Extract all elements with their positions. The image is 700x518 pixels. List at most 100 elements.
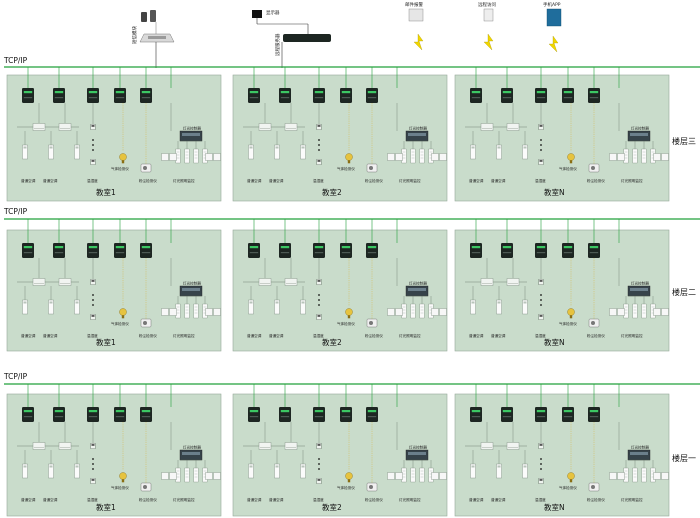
indoor-ac-icon [258, 123, 272, 131]
standing-ac-icon [300, 144, 306, 160]
light-caption: 灯光照明监控 [173, 178, 195, 183]
controller-icon [366, 243, 378, 258]
ellipsis-dot [318, 463, 320, 465]
ellipsis-dot [540, 294, 542, 296]
controller-icon [22, 243, 34, 258]
light-controller-icon [627, 285, 651, 297]
dust-detector-icon [588, 163, 600, 173]
ellipsis-dot [540, 458, 542, 460]
wall-switch-icon [617, 472, 625, 480]
floor-0: TCP/IP楼层三灯光控制器普通空调普通空调温湿度气体检测仪粉尘检测仪灯光照明监… [3, 56, 700, 202]
controller-icon [114, 407, 126, 422]
standing-ac-icon [496, 463, 502, 479]
ac-caption: 普通空调 [247, 497, 262, 502]
wall-switch-icon [609, 308, 617, 316]
standing-ac-icon [522, 299, 528, 315]
wall-switch-icon [161, 472, 169, 480]
wall-switch-icon [653, 472, 661, 480]
light-controller-icon [405, 130, 429, 142]
controller-icon [114, 88, 126, 103]
tcp-ip-label: TCP/IP [3, 207, 28, 216]
dust-caption: 粉尘检测仪 [587, 497, 605, 502]
standing-ac-icon [496, 299, 502, 315]
indoor-ac-icon [284, 278, 298, 286]
standing-ac-icon [74, 144, 80, 160]
temp-sensor-icon [538, 442, 544, 450]
remote-label: 远程访问 [478, 1, 496, 8]
ellipsis-dot [540, 149, 542, 151]
classroom-label: 教室1 [96, 502, 116, 512]
ac-caption: 普通空调 [491, 497, 506, 502]
controller-icon [248, 88, 260, 103]
indoor-ac-icon [480, 442, 494, 450]
dust-detector-icon [366, 482, 378, 492]
gas-caption: 气体检测仪 [559, 166, 577, 171]
ellipsis-dot [318, 468, 320, 470]
classroom-panel: 灯光控制器普通空调普通空调温湿度气体检测仪粉尘检测仪灯光照明监控教室N [454, 384, 670, 517]
ellipsis-dot [92, 139, 94, 141]
classroom-panel: 灯光控制器普通空调普通空调温湿度气体检测仪粉尘检测仪灯光照明监控教室N [454, 219, 670, 352]
temp-sensor-icon [90, 442, 96, 450]
ac-caption: 普通空调 [21, 497, 36, 502]
light-caption: 灯光照明监控 [399, 497, 421, 502]
lamp-icon [419, 148, 425, 164]
indoor-ac-icon [506, 278, 520, 286]
lamp-icon [184, 148, 190, 164]
controller-icon [279, 243, 291, 258]
classroom-label: 教室2 [322, 337, 342, 347]
controller-icon [470, 243, 482, 258]
lamp-icon [193, 148, 199, 164]
light-controller-label: 灯光控制器 [409, 445, 427, 450]
telephone-icon [150, 10, 156, 22]
wall-switch-icon [653, 153, 661, 161]
standing-ac-icon [74, 299, 80, 315]
wall-switch-icon [205, 153, 213, 161]
temp-sensor-icon [316, 278, 322, 286]
standing-ac-icon [522, 144, 528, 160]
controller-icon [501, 243, 513, 258]
dust-detector-icon [366, 318, 378, 328]
ac-caption: 普通空调 [43, 178, 58, 183]
controller-icon [366, 407, 378, 422]
ellipsis-dot [540, 144, 542, 146]
controller-icon [501, 407, 513, 422]
controller-icon [366, 88, 378, 103]
wall-switch-icon [387, 472, 395, 480]
temp-caption: 温湿度 [87, 178, 98, 183]
standing-ac-icon [248, 463, 254, 479]
dust-detector-icon [588, 482, 600, 492]
temp-sensor-icon [316, 313, 322, 321]
standing-ac-icon [48, 299, 54, 315]
server-icon [283, 34, 331, 42]
wall-switch-icon [169, 308, 177, 316]
wall-switch-icon [205, 308, 213, 316]
temp-caption: 温湿度 [535, 333, 546, 338]
controller-icon [535, 407, 547, 422]
light-caption: 灯光照明监控 [399, 333, 421, 338]
ellipsis-dot [92, 144, 94, 146]
light-caption: 灯光照明监控 [621, 333, 643, 338]
wall-switch-icon [387, 153, 395, 161]
light-controller-icon [179, 285, 203, 297]
wall-switch-icon [431, 472, 439, 480]
wall-switch-icon [609, 472, 617, 480]
lamp-icon [410, 303, 416, 319]
top-devices-area: 短信模块显示器远程服务器邮件报警远程访问手机APP [131, 1, 562, 68]
alarm-bolt-icon [413, 33, 424, 51]
light-controller-label: 灯光控制器 [409, 281, 427, 286]
dust-caption: 粉尘检测仪 [139, 178, 157, 183]
controller-icon [470, 407, 482, 422]
standing-ac-icon [274, 144, 280, 160]
light-caption: 灯光照明监控 [173, 497, 195, 502]
light-controller-icon [627, 130, 651, 142]
tcp-ip-label: TCP/IP [3, 56, 28, 65]
light-caption: 灯光照明监控 [621, 178, 643, 183]
gas-caption: 气体检测仪 [111, 321, 129, 326]
ac-caption: 普通空调 [469, 333, 484, 338]
standing-ac-icon [496, 144, 502, 160]
ellipsis-dot [92, 304, 94, 306]
controller-icon [140, 407, 152, 422]
ellipsis-dot [92, 463, 94, 465]
floor-label: 楼层三 [672, 136, 696, 146]
standing-ac-icon [470, 299, 476, 315]
